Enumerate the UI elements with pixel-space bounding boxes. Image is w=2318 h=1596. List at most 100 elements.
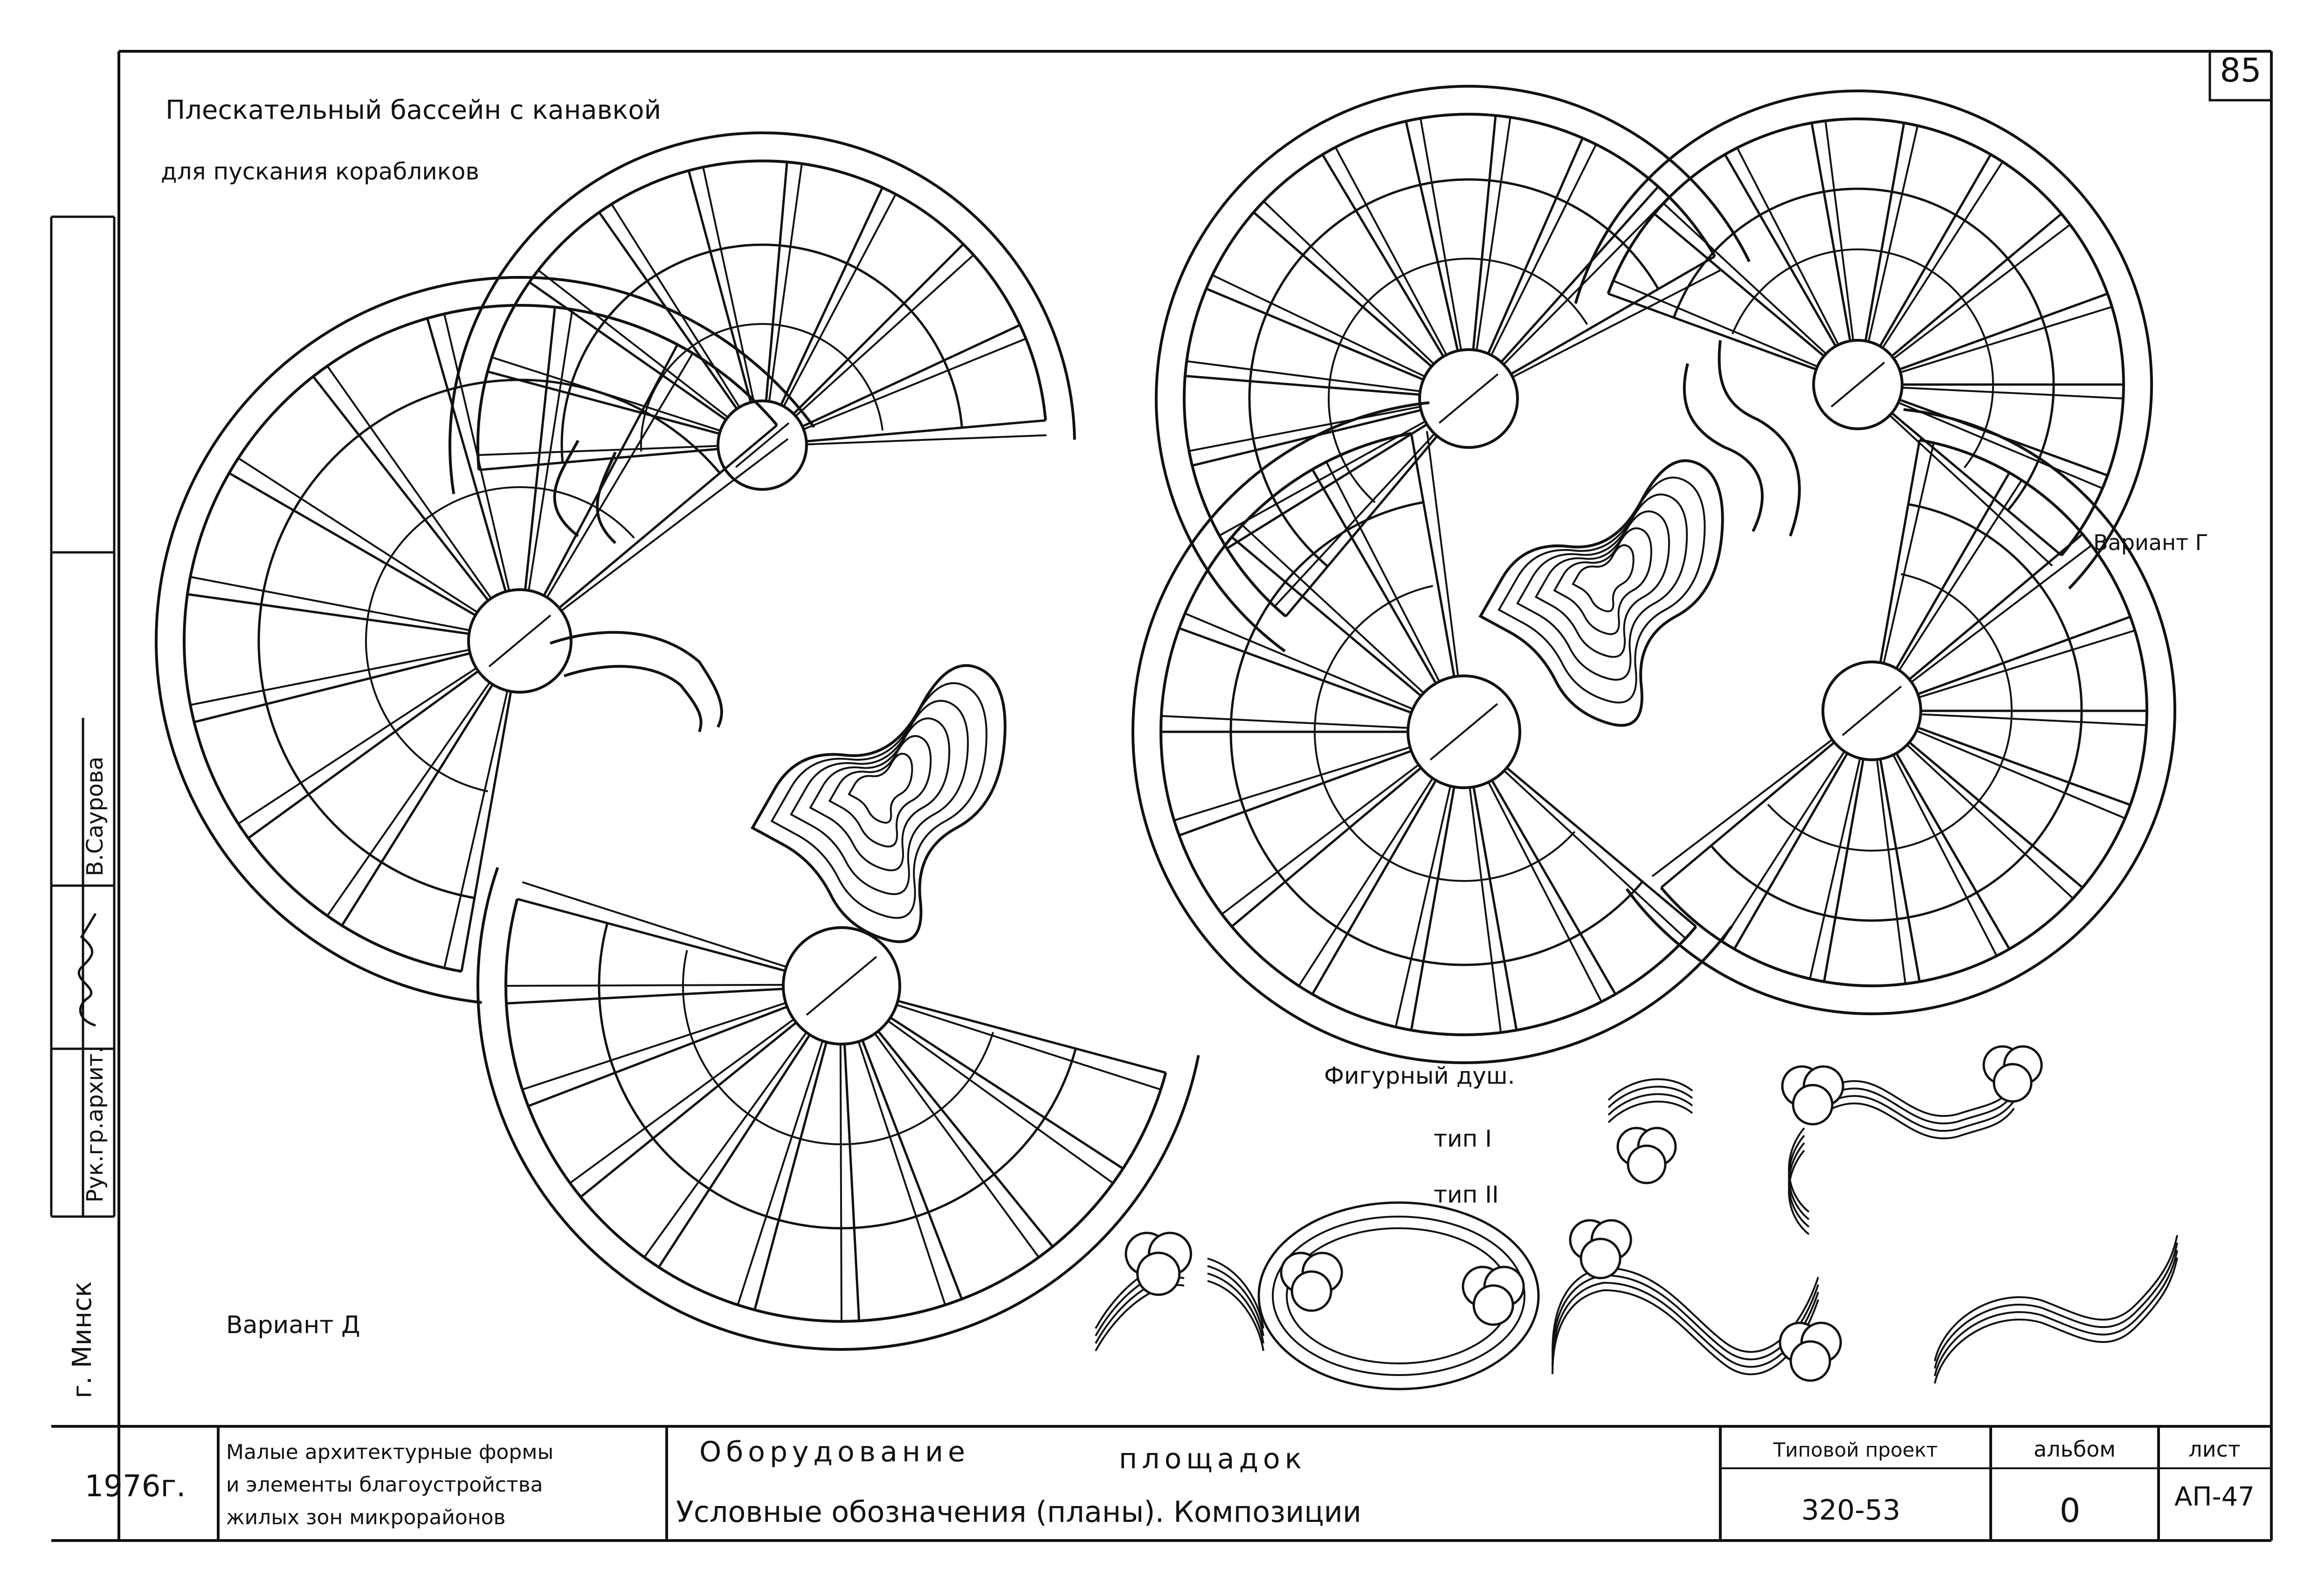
basin-spoke [1253,211,1433,368]
shower-pipe [1607,1093,1693,1116]
basin-spoke [1510,255,1716,375]
basin-spoke [1179,627,1412,714]
basin-spoke [1184,612,1414,710]
shower-head [1290,1270,1332,1312]
basin-spoke [1490,779,1617,995]
channel-d-lower [550,631,723,732]
variant-g-label: Вариант Г [2093,530,2208,555]
sheet-value: АП-47 [2174,1482,2255,1512]
basin-edge [504,898,1167,1323]
basin-spoke [1908,741,2083,889]
basin-spoke [193,652,470,723]
basin-spoke [657,1034,811,1268]
fan-basin-g4 [1625,408,2177,1015]
basin-spoke [1185,375,1420,396]
basin-outer-rim [1155,85,1751,653]
basin-spoke [460,691,512,972]
basin-spoke [1490,144,1597,356]
basin-spoke [1410,786,1456,1031]
basin-spoke [1908,533,2083,681]
basin-spoke [1868,125,1919,342]
shower-pipe [1552,1289,1819,1376]
basin-spoke [1189,406,1421,452]
side-stamp: Рук.гр.архит. В.Саурова г. Минск [50,215,116,1398]
basin-spoke [861,1039,963,1300]
basin-spoke [1898,401,2103,489]
shower-pipe [1832,1087,2015,1125]
basin-spoke [479,447,718,471]
basin-spoke [1917,726,2131,806]
basin-spoke [1503,770,1686,939]
sheet-header: лист [2188,1437,2240,1462]
subject-line-1a: Оборудование [699,1436,970,1468]
basin-outer-rim [1131,401,1733,1064]
basin-spoke [1487,781,1602,1003]
splash-contour [790,700,969,895]
basin-spoke [843,1044,861,1321]
basin-spoke [546,352,694,598]
basin-spoke [806,434,1047,446]
stamp-city: г. Минск [67,1281,97,1398]
basin-spoke [228,472,476,617]
basin-spoke [803,337,1027,430]
shower-pipe [1095,1284,1185,1351]
basin-outer-rim [1574,89,2153,590]
basin-spoke [1226,423,1428,550]
basin-spoke [1721,750,1845,942]
basin-spoke [1221,764,1420,915]
title-block: 1976г. Малые архитектурные формы и элеме… [51,1425,2271,1542]
channel-d-upper [553,440,617,544]
basin-spoke [1882,161,2004,349]
basin-spoke [1733,752,1849,950]
fan-basin-d3 [476,867,1200,1351]
shower-head [1789,1340,1831,1382]
basin-hub-diameter [1438,373,1499,424]
basin-spoke [1284,435,1438,617]
basin-spoke [1161,715,1408,729]
shower-pipe [1934,1242,2178,1369]
shower-pipe [1552,1274,1819,1361]
shower-ring [1257,1201,1540,1390]
basin-spoke [543,344,679,597]
basin-spoke [1879,758,1921,982]
basin-spoke [1311,779,1437,995]
shower-title: Фигурный душ. [1324,1062,1515,1089]
title-year: 1976г. [85,1469,186,1504]
basin-spoke [1426,431,1459,676]
basin-inner-ring [1314,585,1576,882]
fan-basin-g2 [1574,89,2153,590]
shower-pipe [1607,1086,1693,1108]
splash-contour [1572,544,1635,612]
basin-spoke [560,438,789,612]
basin-spoke [753,1042,828,1311]
basin-spoke [1472,115,1497,350]
basin-spoke [1173,746,1411,821]
splash-pond-d [750,664,1007,943]
shower-pipe [1832,1095,2015,1132]
basin-spoke [1274,433,1435,607]
variant-d-label: Вариант Д [226,1311,360,1339]
project-value: 320-53 [1801,1494,1901,1527]
basin-outer-rim [1625,408,2177,1015]
basin-spoke [768,163,803,402]
basin-spoke [326,681,490,916]
shower-pipe [1207,1265,1264,1336]
variant-d-pool [155,131,1200,1351]
basin-spoke [877,1030,1054,1248]
shower-pipe [1832,1102,2015,1140]
basin-spoke [1613,280,1818,368]
sheet-frame [51,50,2273,1542]
basin-inner-ring [640,323,884,452]
basin-step [1710,503,2083,922]
splash-contour [848,753,913,824]
basin-spoke [765,162,788,401]
basin-spoke [238,457,478,613]
basin-spoke [1394,785,1451,1027]
basin-spoke [839,1044,842,1322]
splash-contour [750,664,1007,943]
basin-spoke [1900,306,2112,373]
basin-spoke [1607,292,1817,371]
basin-spoke [897,999,1166,1074]
basin-hub-diameter [806,956,877,1016]
channel-g-ring [1683,340,1801,537]
